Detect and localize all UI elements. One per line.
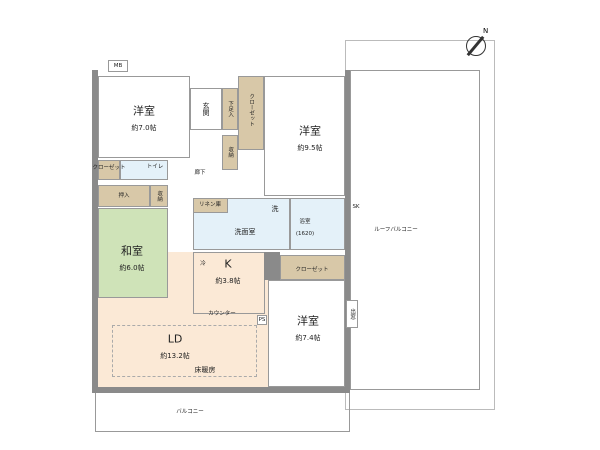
room-name: 和室 xyxy=(121,244,143,258)
room-name: 洋室 xyxy=(299,124,321,138)
shoe-storage xyxy=(222,88,238,130)
label: 出窓 xyxy=(349,308,356,320)
label: クローゼット xyxy=(295,266,329,273)
compass-icon: N xyxy=(466,27,488,57)
label: バルコニー xyxy=(176,408,204,415)
storage-2 xyxy=(150,185,168,207)
bay-window xyxy=(346,300,358,328)
linen-storage xyxy=(193,198,228,213)
room-size: 約7.4帖 xyxy=(295,333,321,342)
label: 押入 xyxy=(118,192,130,199)
balcony xyxy=(95,392,350,432)
oshiire xyxy=(98,185,150,207)
floor-heating: 床暖房 xyxy=(194,365,216,374)
north-label: N xyxy=(483,27,489,35)
label: クローゼット xyxy=(248,93,255,127)
kitchen-counter xyxy=(193,252,265,314)
japanese-room xyxy=(98,208,168,298)
room-size: 約3.8帖 xyxy=(215,276,241,285)
ps xyxy=(257,315,267,325)
label: 収納 xyxy=(156,190,163,202)
toilet xyxy=(120,160,168,180)
room-size: 約6.0帖 xyxy=(119,263,145,272)
label: (1620) xyxy=(295,230,315,237)
room-size: 約7.0帖 xyxy=(131,123,157,132)
room-name: 洋室 xyxy=(297,314,319,328)
western-room-1 xyxy=(98,76,190,158)
label: 洗 xyxy=(271,204,279,213)
room-size: 約9.5帖 xyxy=(297,143,323,152)
closet-k xyxy=(280,255,345,280)
room-name: 洋室 xyxy=(133,104,155,118)
label: トイレ xyxy=(146,163,164,170)
closet-small xyxy=(98,160,120,180)
label: 冷 xyxy=(200,260,206,267)
label: 洗面室 xyxy=(234,227,256,236)
western-room-3 xyxy=(268,280,345,387)
western-room-2 xyxy=(264,76,345,196)
room-name: K xyxy=(224,257,232,271)
label: カウンター xyxy=(208,310,236,317)
roof-balcony xyxy=(350,70,480,390)
label: MB xyxy=(113,62,123,69)
label: 浴室 xyxy=(299,218,311,225)
label: SK xyxy=(352,203,360,210)
room-name: LD xyxy=(167,332,183,346)
floor-heating-area xyxy=(112,325,257,377)
label: 収納 xyxy=(227,146,234,158)
label: クローゼット xyxy=(92,164,126,171)
label: 廊下 xyxy=(194,169,206,176)
room-size: 約13.2帖 xyxy=(160,351,190,360)
label: PS xyxy=(258,316,266,323)
storage-1 xyxy=(222,135,238,170)
walk-in-closet xyxy=(238,76,264,150)
bathroom xyxy=(290,198,345,250)
roof-balcony-outer xyxy=(345,40,495,410)
label: ルーフバルコニー xyxy=(374,226,418,233)
entrance xyxy=(190,88,222,130)
label: 玄関 xyxy=(202,102,211,116)
label: 下足入 xyxy=(227,100,234,118)
label: リネン庫 xyxy=(198,201,222,208)
mb xyxy=(108,60,128,72)
